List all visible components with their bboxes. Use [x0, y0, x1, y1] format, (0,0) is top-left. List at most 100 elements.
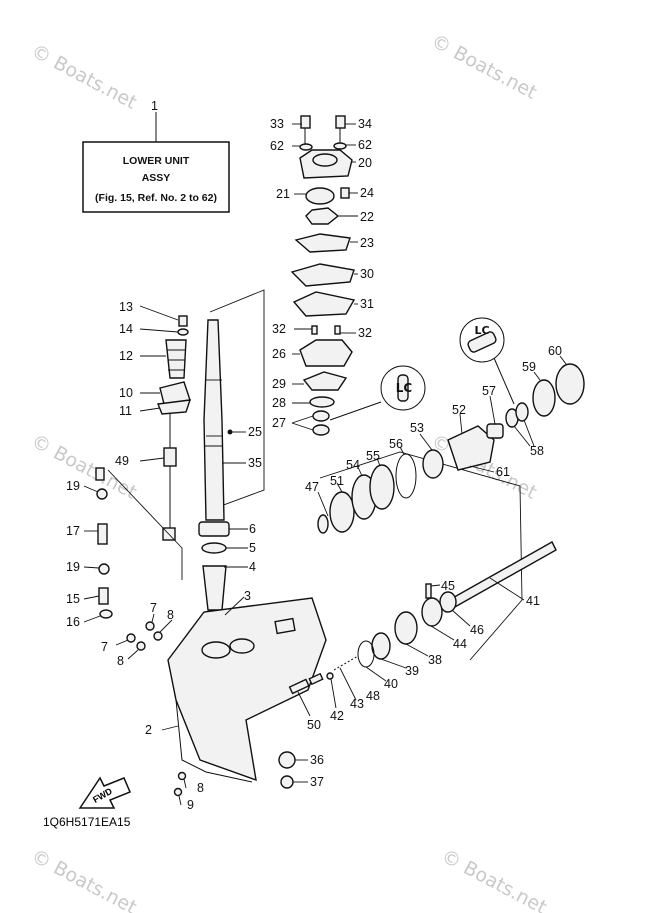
screw-7-left — [126, 633, 136, 643]
outer-plate-30 — [290, 263, 355, 287]
callout-label: 7 — [101, 640, 108, 654]
sleeve-4 — [202, 565, 227, 611]
callout-label: 36 — [310, 753, 324, 767]
callout-label: 33 — [270, 117, 284, 131]
callout-label: 43 — [350, 697, 364, 711]
drive-shaft-assembly — [198, 289, 265, 635]
callout-label: 53 — [410, 421, 424, 435]
callout-label: 23 — [360, 236, 374, 250]
seal-28 — [309, 396, 335, 408]
bearing-6 — [198, 521, 230, 537]
callout-label: 19 — [66, 560, 80, 574]
callout-label: 59 — [522, 360, 536, 374]
callout-label: 27 — [272, 416, 286, 430]
callout-label: 3 — [244, 589, 251, 603]
callout-label: 44 — [453, 637, 467, 651]
callout-label: 24 — [360, 186, 374, 200]
pinion-36 — [278, 751, 296, 769]
callout-label: 21 — [276, 187, 290, 201]
impeller-22 — [305, 207, 340, 225]
gasket-31 — [292, 291, 356, 317]
callout-label: 31 — [360, 297, 374, 311]
callout-label: 46 — [470, 623, 484, 637]
bearing-57 — [486, 423, 504, 439]
callout-label: 30 — [360, 267, 374, 281]
callout-label: 20 — [358, 156, 372, 170]
lower-unit-assy-box: LOWER UNIT ASSY (Fig. 15, Ref. No. 2 to … — [82, 112, 230, 213]
bearing-39 — [371, 632, 391, 660]
detail-circle-bushing — [459, 317, 505, 363]
plunger-50 — [288, 678, 310, 695]
clip-19-bottom — [98, 563, 110, 575]
callout-label: 12 — [119, 349, 133, 363]
callout-label: 47 — [305, 480, 319, 494]
pin-18 — [95, 467, 105, 481]
clutch-44 — [421, 597, 443, 627]
callout-label: 9 — [187, 798, 194, 812]
callout-label: 6 — [249, 522, 256, 536]
callout-label: 49 — [115, 454, 129, 468]
insert-cartridge-21 — [305, 187, 335, 205]
callout-label: 60 — [548, 344, 562, 358]
screw-7-right — [145, 621, 155, 631]
callout-label: 7 — [150, 601, 157, 615]
callout-label: 19 — [66, 479, 80, 493]
pump-base-26 — [299, 339, 353, 367]
ring-16 — [99, 609, 113, 619]
shim-47 — [317, 514, 329, 534]
callout-label: 32 — [358, 326, 372, 340]
water-pump-stack — [290, 115, 356, 436]
watermark-top-left: © Boats.net — [28, 40, 141, 114]
lower-case-2 — [126, 597, 327, 797]
callout-label: 38 — [428, 653, 442, 667]
callout-label: 62 — [270, 139, 284, 153]
o-ring-56 — [395, 453, 417, 499]
callout-label: 34 — [358, 117, 372, 131]
watermark-bottom-right: © Boats.net — [438, 845, 551, 913]
oil-seal-27-b — [312, 424, 330, 436]
callout-label: 54 — [346, 458, 360, 472]
shift-rod-assembly — [95, 315, 192, 619]
detail-callouts: LC LC — [329, 317, 515, 421]
callout-label: 4 — [249, 560, 256, 574]
callout-label: 52 — [452, 403, 466, 417]
callout-label: 35 — [248, 456, 262, 470]
callout-label: 28 — [272, 396, 286, 410]
bolt-34 — [335, 115, 346, 129]
gasket-11 — [157, 399, 192, 415]
callout-label: 45 — [441, 579, 455, 593]
washer-14 — [177, 328, 189, 336]
propeller-shaft-assembly — [278, 363, 585, 789]
callout-label: 10 — [119, 386, 133, 400]
washer-8-bottom — [177, 771, 187, 781]
callout-label: 8 — [197, 781, 204, 795]
callout-label: 22 — [360, 210, 374, 224]
rod-connector-15 — [98, 587, 109, 605]
svg-text:LC: LC — [474, 324, 489, 337]
diagram-code: 1Q6H5171EA15 — [43, 815, 131, 829]
thrust-ring-60 — [555, 363, 585, 405]
callout-label: 17 — [66, 524, 80, 538]
callout-label: 58 — [530, 444, 544, 458]
shim-5 — [201, 542, 227, 554]
callout-labels: 1 2 3 4 5 6 7 7 8 8 8 9 10 11 12 13 14 1… — [66, 99, 562, 812]
gasket-23 — [294, 233, 351, 253]
nut-37 — [280, 775, 294, 789]
callout-label: 39 — [405, 664, 419, 678]
rod-17 — [97, 523, 108, 545]
bearing-55 — [369, 464, 395, 510]
callout-label: 57 — [482, 384, 496, 398]
washer-62-left — [299, 143, 313, 151]
pin-32-right — [334, 325, 341, 335]
callout-label: 25 — [248, 425, 262, 439]
callout-label: 14 — [119, 322, 133, 336]
shift-rod-49 — [163, 447, 177, 467]
callout-label: 1 — [151, 99, 158, 113]
boot-12 — [165, 339, 187, 379]
watermark-top-right: © Boats.net — [428, 30, 541, 104]
detail-circle-seal — [380, 365, 426, 411]
spring-46 — [439, 591, 457, 613]
callout-label: 56 — [389, 437, 403, 451]
grommet-24 — [340, 187, 350, 199]
bearing-53 — [422, 449, 444, 479]
